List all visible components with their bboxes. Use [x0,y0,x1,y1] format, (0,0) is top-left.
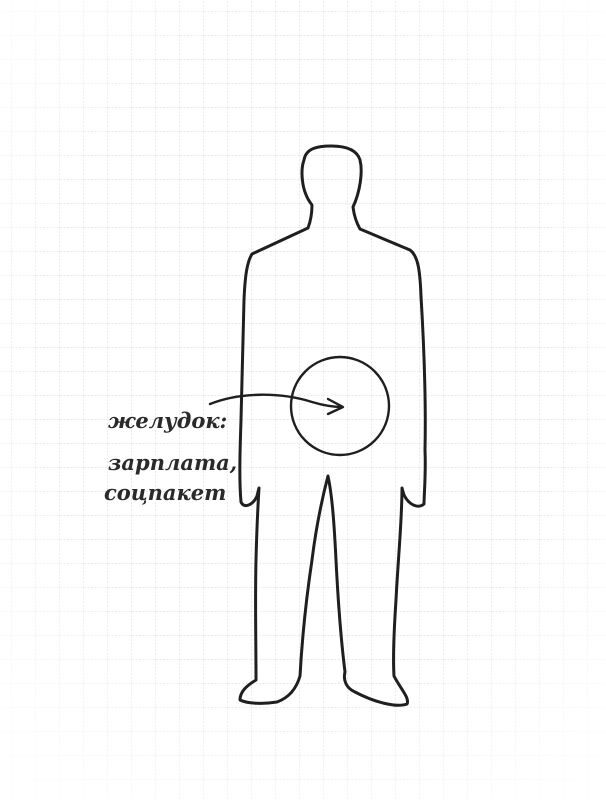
annotation-line-2: соцпакет [104,480,226,505]
annotation-title: желудок: [108,408,227,433]
annotation-line-1: зарплата, [108,450,237,475]
